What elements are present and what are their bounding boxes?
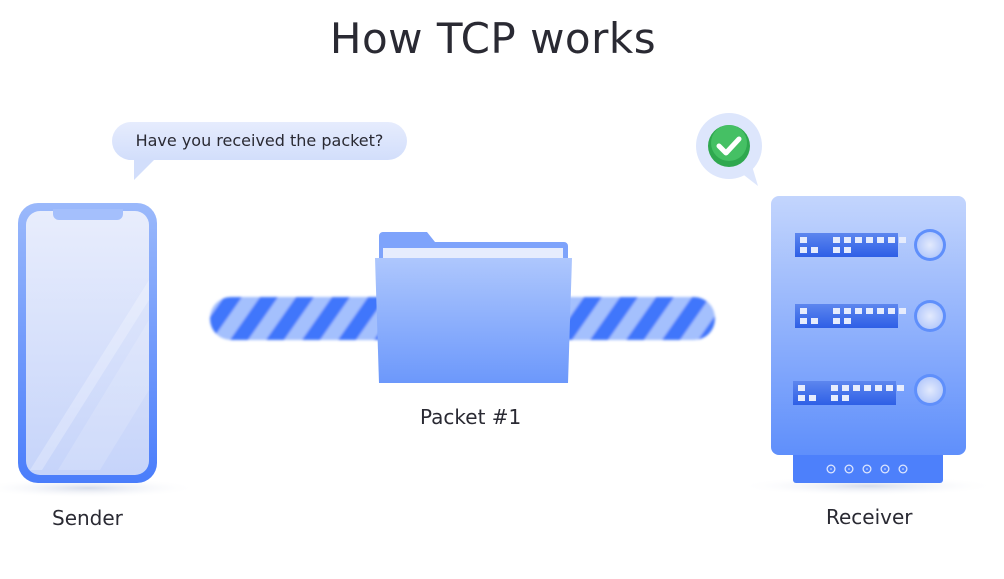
server-icon: [738, 196, 998, 496]
server-knob-face: [917, 377, 943, 403]
panel-light: [855, 308, 862, 314]
panel-light: [798, 385, 805, 391]
panel-light: [809, 395, 816, 401]
panel-light: [866, 308, 873, 314]
panel-light: [811, 318, 818, 324]
panel-light: [833, 308, 840, 314]
panel-light: [800, 237, 807, 243]
sender-label: Sender: [52, 506, 123, 530]
panel-light: [842, 395, 849, 401]
checkmark-icon: [696, 113, 762, 186]
server-knob-face: [917, 232, 943, 258]
panel-light: [875, 385, 882, 391]
server-panel: [795, 233, 898, 257]
panel-light: [833, 247, 840, 253]
panel-light: [831, 395, 838, 401]
smartphone-icon: [0, 203, 198, 498]
server-knob-face: [917, 303, 943, 329]
panel-light: [886, 385, 893, 391]
panel-light: [888, 308, 895, 314]
panel-light: [844, 237, 851, 243]
panel-light: [864, 385, 871, 391]
panel-light: [831, 385, 838, 391]
panel-light: [899, 237, 906, 243]
panel-light: [855, 237, 862, 243]
panel-light: [833, 237, 840, 243]
panel-light: [844, 247, 851, 253]
panel-light: [866, 237, 873, 243]
panel-light: [800, 247, 807, 253]
bubble-tail: [134, 158, 156, 180]
panel-light: [844, 308, 851, 314]
folder-icon: [375, 232, 572, 383]
packet-label: Packet #1: [420, 405, 522, 429]
panel-light: [800, 308, 807, 314]
panel-light: [877, 308, 884, 314]
panel-light: [842, 385, 849, 391]
server-panel: [795, 304, 898, 328]
panel-light: [899, 308, 906, 314]
server-panel: [793, 381, 896, 405]
panel-light: [844, 318, 851, 324]
receiver-label: Receiver: [826, 505, 913, 529]
panel-light: [853, 385, 860, 391]
panel-light: [811, 247, 818, 253]
sender-speech-bubble: Have you received the packet?: [112, 122, 407, 160]
page-title: How TCP works: [329, 14, 657, 63]
panel-light: [888, 237, 895, 243]
panel-light: [877, 237, 884, 243]
panel-light: [833, 318, 840, 324]
panel-light: [897, 385, 904, 391]
panel-light: [800, 318, 807, 324]
panel-light: [798, 395, 805, 401]
